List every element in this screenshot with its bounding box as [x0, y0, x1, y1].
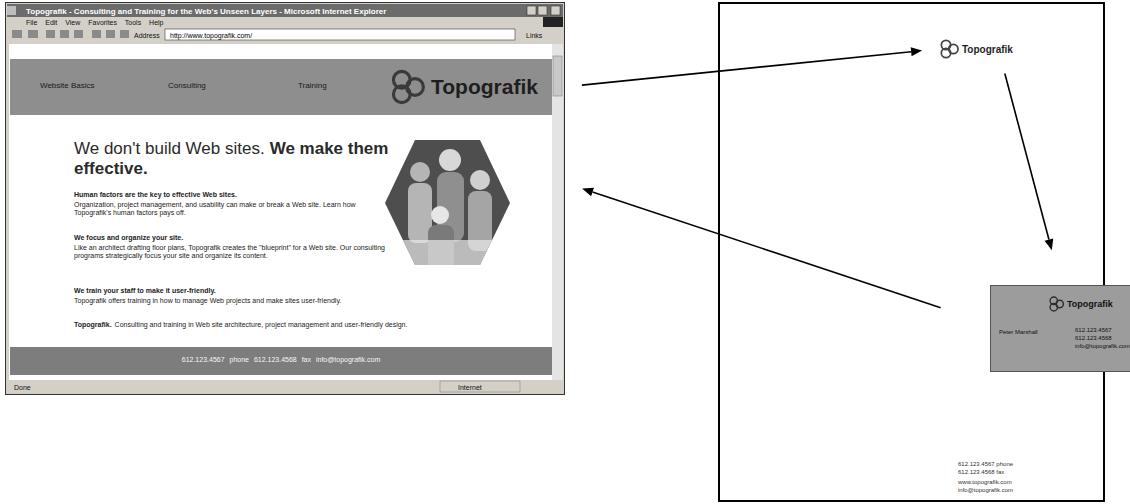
window-button — [538, 6, 547, 15]
paragraph-body: Organization, project management, and us… — [74, 201, 394, 218]
title-bar — [7, 4, 563, 17]
headline: We don't build Web sites. — [74, 139, 265, 158]
paragraph-body: Like an architect drafting floor plans, … — [74, 244, 392, 261]
text-group: http://www.topografik.com/ — [170, 30, 252, 42]
contact-line: 612.123.4567 phone 612.123.4568 fax info… — [10, 356, 552, 363]
logo-group: Topografik — [1049, 296, 1113, 312]
window-button — [527, 6, 536, 15]
nav-item: Training — [298, 81, 327, 90]
browser-window: Topografik - Consulting and Training for… — [5, 2, 565, 395]
arrow-line — [1005, 74, 1049, 240]
window-frame — [5, 2, 565, 395]
logo-icon — [391, 69, 427, 105]
card-contact: 612.123.4567 612.123.4568 info@topografi… — [1075, 326, 1127, 350]
letterhead-page: 612.123.4567 phone 612.123.4568 fax www.t… — [718, 2, 1105, 502]
text-group: Topografik.Consulting and training in We… — [74, 321, 544, 330]
logo-circle — [407, 79, 424, 96]
arrowhead — [1045, 238, 1054, 250]
logo-circle — [1056, 300, 1063, 307]
logo: Topografik — [388, 68, 543, 106]
text-group: Address — [134, 30, 160, 42]
address-block: www.topografik.com info@topografik.com — [958, 478, 1022, 494]
throbber — [543, 17, 563, 27]
text-group: Links — [526, 30, 542, 42]
text-group: Done — [14, 382, 31, 395]
arrow-connector — [582, 47, 922, 85]
address-label: Address — [134, 30, 160, 41]
scrollbar — [552, 44, 563, 380]
status-bar — [7, 380, 563, 393]
paragraph-body: Topografik offers training in how to man… — [74, 297, 544, 306]
tagline-brand: Topografik. — [74, 321, 112, 328]
scroll-thumb — [553, 56, 562, 96]
tagline: Consulting and training in Web site arch… — [115, 321, 408, 328]
logo-icon — [1049, 296, 1065, 312]
logo: Topografik — [938, 38, 1017, 60]
text-group: Human factors are the key to effective W… — [74, 191, 394, 219]
address-block: 612.123.4567 phone 612.123.4568 fax — [958, 460, 1022, 476]
paragraph-heading: We focus and organize your site. — [74, 234, 392, 243]
toolbar-icons — [12, 30, 129, 38]
arrow-line — [582, 52, 911, 85]
business-card: TopografikPeter Marshall 612.123.4567 612… — [990, 285, 1130, 372]
logo-circle — [949, 44, 958, 53]
url-text: http://www.topografik.com/ — [170, 30, 252, 41]
logo-text: Topografik — [1067, 299, 1113, 309]
address-field — [165, 29, 515, 40]
nav-band: Website Basics Consulting Training Topograf… — [10, 59, 552, 115]
paragraph-heading: Human factors are the key to effective W… — [74, 191, 394, 200]
menu-bar-text: File Edit View Favorites Tools Help — [26, 17, 164, 28]
arrow-connector — [582, 188, 941, 308]
logo-text: Topografik — [431, 75, 538, 99]
paragraph-heading: We train your staff to make it user-frie… — [74, 287, 544, 296]
hexagon-photo — [385, 140, 510, 270]
window-title: Topografik - Consulting and Training for… — [26, 5, 386, 18]
status-text: Done — [14, 382, 31, 394]
arrowhead — [911, 47, 922, 56]
footer-band: 612.123.4567 phone 612.123.4568 fax info… — [10, 347, 552, 375]
status-zone: Internet — [458, 382, 482, 394]
card-name: Peter Marshall — [999, 328, 1059, 336]
text-group: We don't build Web sites.We make them ef… — [74, 139, 392, 179]
arrow-connector — [1005, 74, 1053, 251]
text-group: Internet — [458, 382, 482, 395]
window-icon — [7, 6, 16, 15]
logo-text: Topografik — [962, 44, 1013, 55]
text-group: We focus and organize your site.Like an … — [74, 234, 392, 262]
text-group: File Edit View Favorites Tools Help — [26, 17, 164, 29]
arrowhead — [582, 188, 594, 197]
window-button — [551, 6, 560, 15]
text-group: We train your staff to make it user-frie… — [74, 287, 544, 306]
page-area — [9, 44, 552, 380]
nav-item: Consulting — [168, 81, 206, 90]
nav-item: Website Basics — [40, 81, 95, 90]
links-label: Links — [526, 30, 542, 41]
arrow-line — [593, 192, 941, 308]
logo-icon — [940, 39, 960, 59]
